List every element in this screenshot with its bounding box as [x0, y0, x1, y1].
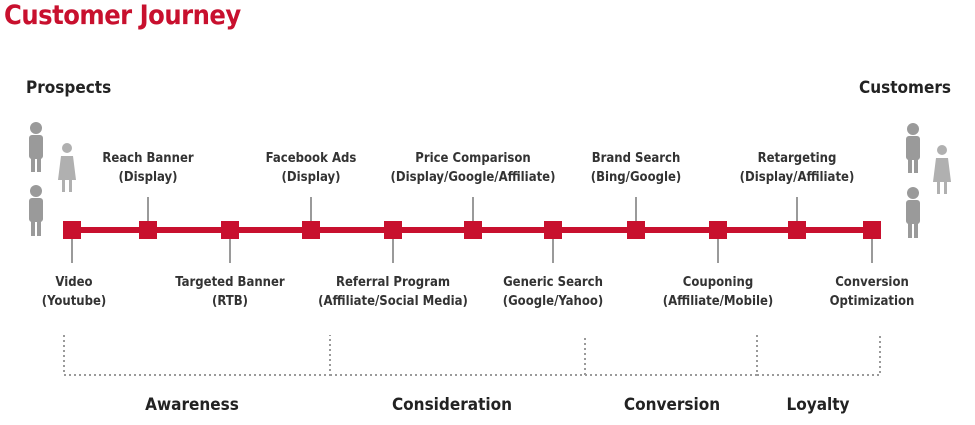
timeline-marker: [221, 221, 239, 239]
touchpoint-generic-search: Generic Search (Google/Yahoo): [503, 273, 604, 311]
touchpoint-title: Couponing: [682, 275, 754, 290]
touchpoint-title: Referral Program: [335, 275, 451, 290]
touchpoint-title: Facebook Ads: [265, 151, 357, 166]
touchpoint-channel: Optimization: [829, 294, 915, 309]
customer-person-icon: [906, 187, 920, 238]
phase-bracket-consideration: [330, 335, 586, 376]
touchpoint-video: Video (Youtube): [42, 273, 107, 311]
touchpoint-title: Price Comparison: [415, 151, 531, 166]
timeline-marker: [544, 221, 562, 239]
timeline-marker: [464, 221, 482, 239]
touchpoint-channel: (Display/Google/Affiliate): [390, 170, 556, 185]
timeline-marker: [63, 221, 81, 239]
touchpoint-channel: (Bing/Google): [590, 170, 682, 185]
touchpoint-channel: (Display): [118, 170, 178, 185]
touchpoint-retargeting: Retargeting (Display/Affiliate): [740, 149, 855, 187]
touchpoint-title: Video: [55, 275, 93, 290]
touchpoint-targeted-banner: Targeted Banner (RTB): [175, 273, 284, 311]
customer-person-icon: [933, 145, 951, 194]
customer-person-icon: [906, 123, 920, 173]
touchpoint-title: Retargeting: [757, 151, 837, 166]
touchpoint-title: Generic Search: [503, 275, 603, 290]
touchpoint-title: Targeted Banner: [175, 275, 285, 290]
phase-consideration: Consideration: [391, 395, 513, 415]
phase-conversion: Conversion: [623, 395, 721, 415]
touchpoint-channel: (Youtube): [41, 294, 107, 309]
touchpoint-channel: (RTB): [211, 294, 248, 309]
phase-bracket-loyalty: [757, 335, 881, 376]
timeline-marker: [384, 221, 402, 239]
prospects-label: Prospects: [26, 78, 112, 98]
timeline-marker: [709, 221, 727, 239]
touchpoint-channel: (Google/Yahoo): [502, 294, 604, 309]
page-title: Customer Journey: [4, 0, 241, 31]
touchpoint-channel: (Affiliate/Mobile): [662, 294, 774, 309]
touchpoint-referral-program: Referral Program (Affiliate/Social Media…: [318, 273, 468, 311]
timeline-marker: [627, 221, 645, 239]
phase-bracket-awareness: [63, 335, 331, 376]
timeline-marker: [863, 221, 881, 239]
prospect-person-icon: [29, 122, 43, 172]
timeline-marker: [302, 221, 320, 239]
phase-awareness: Awareness: [145, 395, 239, 415]
prospect-person-icon: [58, 143, 76, 192]
touchpoint-channel: (Display/Affiliate): [739, 170, 855, 185]
phase-loyalty: Loyalty: [786, 395, 850, 415]
touchpoint-couponing: Couponing (Affiliate/Mobile): [663, 273, 773, 311]
prospect-person-icon: [29, 185, 43, 236]
phase-bracket-conversion: [585, 335, 758, 376]
touchpoint-reach-banner: Reach Banner (Display): [102, 149, 193, 187]
touchpoint-title: Brand Search: [591, 151, 681, 166]
touchpoint-title: Reach Banner: [102, 151, 194, 166]
touchpoint-conversion-optimization: Conversion Optimization: [830, 273, 915, 311]
touchpoint-facebook-ads: Facebook Ads (Display): [266, 149, 357, 187]
touchpoint-channel: (Display): [281, 170, 341, 185]
touchpoint-price-comparison: Price Comparison (Display/Google/Affilia…: [391, 149, 556, 187]
timeline-marker: [788, 221, 806, 239]
timeline-marker: [139, 221, 157, 239]
touchpoint-channel: (Affiliate/Social Media): [318, 294, 468, 309]
touchpoint-title: Conversion: [835, 275, 909, 290]
touchpoint-brand-search: Brand Search (Bing/Google): [591, 149, 682, 187]
customers-label: Customers: [858, 78, 951, 98]
